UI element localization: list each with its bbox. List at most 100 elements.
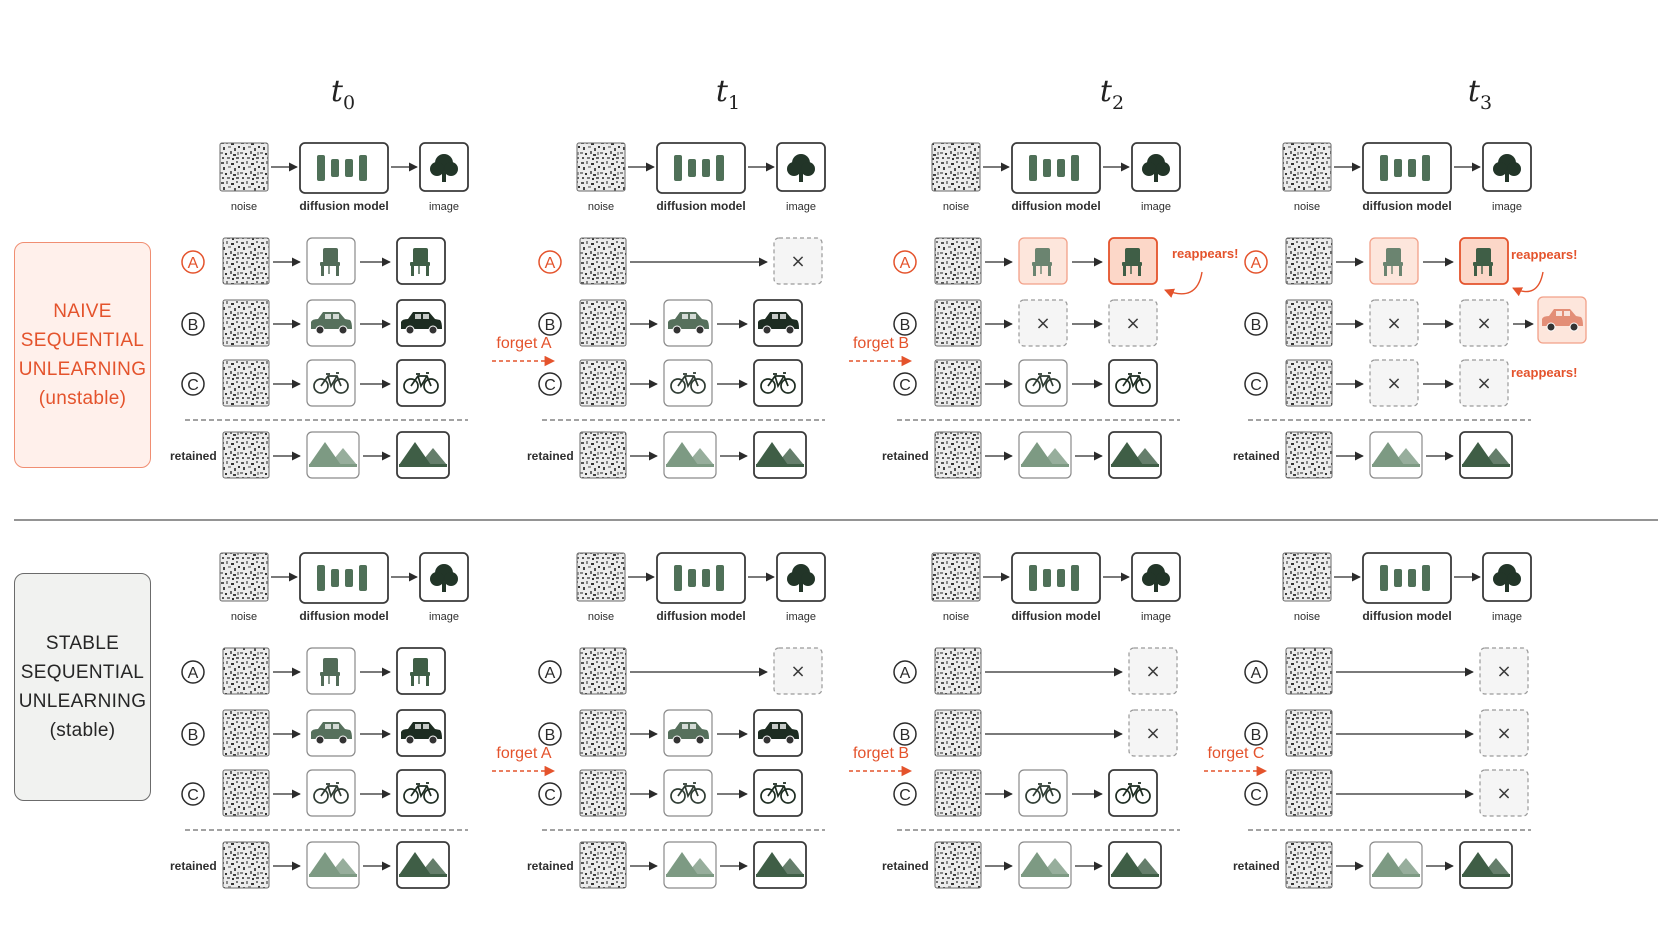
naive-t3-model-label: diffusion model (1362, 199, 1451, 213)
naive-t0-row-B-out-car-icon-body (401, 312, 442, 329)
stable-t1-row-B-mid-car-icon (668, 722, 709, 745)
stable-t3-row-B-circle-ring (1244, 722, 1268, 746)
stable-t0-row-B-out-car-icon-window-1 (415, 724, 421, 729)
naive-t0-model-bar-1 (331, 159, 339, 177)
naive-t0-pipeline-tree-icon (430, 154, 458, 182)
naive-t3-retained-out-mountains-icon-peak-2 (1482, 448, 1510, 465)
naive-t2-row-C-mid-bicycle-icon-wheel-back (1025, 378, 1041, 394)
naive-t3-row-A-out-chair-icon-seat (1473, 262, 1493, 266)
stable-t0-row-C-out-bicycle-icon-wheel-back (403, 788, 419, 804)
naive-t3-retained-out-mountains-icon-ground (1462, 464, 1510, 467)
naive-t0-retained-out-mountains-icon-ground (399, 464, 447, 467)
naive-t1-retained-noise (579, 431, 627, 479)
stable-t1-row-C-noise (579, 769, 627, 817)
stable-t1-retained-out-mountains-icon (756, 852, 804, 877)
naive-t0-model-label: diffusion model (299, 199, 388, 213)
naive-t0-row-B-circle: B (181, 312, 205, 336)
naive-title-line-4: (unstable) (38, 388, 127, 409)
stable-t0-pipeline-tree-icon-crown-3 (444, 572, 458, 586)
stable-t1-pipeline-tree-icon-crown-2 (787, 572, 801, 586)
naive-t3-reappears-label-2: reappears! (1511, 365, 1577, 380)
naive-t2-row-B-circle: B (893, 312, 917, 336)
stable-t0-retained-out-mountains-icon-ground (399, 874, 447, 877)
naive-t3-noise-label: noise (1294, 201, 1320, 213)
naive-title-line-3: UNLEARNING (18, 359, 147, 380)
naive-t2-row-C-out-bicycle-icon-wheel-front (1135, 378, 1151, 394)
naive-t1-row-C-mid-bicycle-icon-frame (677, 372, 699, 389)
stable-t0-row-A-out-chair-icon-back (413, 658, 428, 673)
stable-t1-row-B-mid-car-icon-wheel-2 (695, 735, 705, 745)
naive-t2-row-A-out-chair-icon (1122, 248, 1142, 276)
naive-t3-row-B-out-cross: × (1476, 313, 1491, 334)
naive-t1-row-B-out-car-icon-wheel-1 (762, 325, 772, 335)
naive-t3-model-bar-0 (1380, 155, 1388, 181)
naive-t1-row-B-out-car-icon-window-2 (780, 314, 786, 319)
stable-t2-pipeline-tree-icon-crown-3 (1156, 572, 1170, 586)
naive-t0-image-label: image (429, 201, 459, 213)
naive-t1-row-B-mid-car-icon-body (668, 312, 709, 329)
stable-transition-2-label: forget C (1208, 745, 1265, 762)
stable-t1-row-B-out-car-icon-window-2 (780, 724, 786, 729)
naive-t2-row-C-noise-texture (934, 359, 982, 407)
stable-t1-row-C-mid-bicycle-icon-wheel-front (690, 788, 706, 804)
stable-t0-row-A-mid-chair-icon-leg-1 (321, 676, 324, 686)
stable-t0-pipeline-noise-texture (219, 552, 269, 602)
stable-t0-retained-label: retained (170, 859, 217, 873)
naive-t1-row-A-circle-letter: A (545, 255, 556, 272)
naive-t1-image-label: image (786, 201, 816, 213)
stable-t0-retained-mid-mountains-icon-ground (309, 874, 357, 877)
stable-t3-row-A-circle: A (1244, 660, 1268, 684)
stable-t3-retained-label: retained (1233, 859, 1280, 873)
naive-t3-row-A-mid-chair-icon-leg-3 (1391, 266, 1393, 274)
naive-t3-retained-mid-mountains-icon-ground (1372, 464, 1420, 467)
stable-t1-row-C-mid-bicycle-icon-frame (677, 782, 699, 799)
stable-t1-noise-label: noise (588, 611, 614, 623)
stable-t0-pipeline-model-box (299, 552, 389, 604)
naive-t2-row-C-out-bicycle-icon (1115, 372, 1151, 394)
stable-t0-retained-out-mountains-icon-peak-1 (399, 852, 431, 875)
stable-t1-row-B-noise-texture (579, 709, 627, 757)
naive-t0-model-bar-3 (359, 155, 367, 181)
stable-t0-row-C-circle: C (181, 782, 205, 806)
stable-t1-pipeline-noise-texture (576, 552, 626, 602)
naive-t1-row-B-out-car-icon-window-1 (772, 314, 778, 319)
stable-t0-model-bar-2 (345, 569, 353, 587)
naive-t3-row-A-circle: A (1244, 250, 1268, 274)
naive-t0-row-B-out-car-icon-window-2 (423, 314, 429, 319)
stable-t1-row-C-out-bicycle-icon-wheel-front (780, 788, 796, 804)
naive-t2-noise-label: noise (943, 201, 969, 213)
stable-t0-row-B-circle-ring (181, 722, 205, 746)
stable-t1-row-B-out-car-icon (758, 722, 799, 745)
stable-t0-row-B-mid-car-icon (311, 722, 352, 745)
stable-t2-model-bar-1 (1043, 569, 1051, 587)
stable-t2-row-C-noise-texture (934, 769, 982, 817)
stable-t3-row-A-noise-texture (1285, 647, 1333, 695)
naive-t0-row-C-out-bicycle-icon-wheel-back (403, 378, 419, 394)
naive-t2-row-B-noise-texture (934, 299, 982, 347)
naive-t2-row-C-mid-bicycle-icon-wheel-front (1045, 378, 1061, 394)
stable-t3-row-B-forgotten-box (1479, 709, 1529, 757)
stable-t3-row-C-noise-texture (1285, 769, 1333, 817)
naive-transition-1-label: forget B (853, 335, 909, 352)
naive-t2-row-B-out-cross: × (1125, 313, 1140, 334)
naive-t1-row-A-circle: A (538, 250, 562, 274)
stable-t3-retained-out-mountains-icon (1462, 852, 1510, 877)
stable-t3-row-C-cross: × (1496, 783, 1511, 804)
naive-t3-row-A-mid-chair-icon-leg-2 (1399, 266, 1402, 276)
stable-t0-row-C-out-bicycle-icon-wheel-front (423, 788, 439, 804)
stable-t2-retained-out-mountains-icon-peak-1 (1111, 852, 1143, 875)
stable-t0-row-A-out-chair-icon-leg-1 (411, 676, 414, 686)
naive-t3-model-bar-3 (1422, 155, 1430, 181)
naive-t3-image-label: image (1492, 201, 1522, 213)
naive-t1-row-C-mid-bicycle-icon-wheel-front (690, 378, 706, 394)
stable-t2-row-C-mid-bicycle-icon (1025, 782, 1061, 804)
stable-t1-retained-out-mountains-icon-peak-2 (776, 858, 804, 875)
stable-title-line-3: UNLEARNING (18, 691, 147, 712)
naive-t0-pipeline-noise-texture (219, 142, 269, 192)
naive-t2-row-C-out-bicycle-icon-wheel-back (1115, 378, 1131, 394)
stable-t2-row-C-circle-letter: C (899, 787, 911, 804)
naive-t3-row-B-mid-forgotten-box (1369, 299, 1419, 347)
naive-t1-retained-mid-mountains-icon-peak-2 (686, 448, 714, 465)
stable-t1-row-C-circle-letter: C (544, 787, 556, 804)
